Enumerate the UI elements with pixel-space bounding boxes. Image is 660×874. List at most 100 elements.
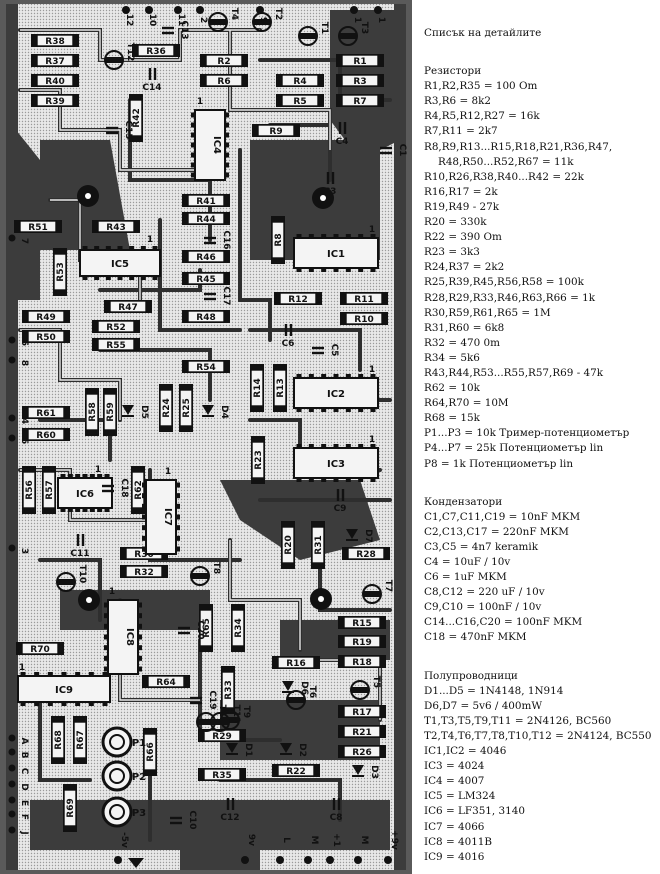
component-label: R26 bbox=[352, 748, 371, 758]
part-line: R3,R6 = 8k2 bbox=[424, 95, 492, 108]
part-line: R32 = 470 0m bbox=[424, 336, 500, 349]
part-line: P1...P3 = 10k Тример-потенциометър bbox=[424, 427, 630, 440]
component-label: 3 bbox=[19, 548, 29, 554]
resistor-body bbox=[221, 671, 235, 709]
component-label: L bbox=[281, 837, 291, 843]
resistor-body bbox=[187, 212, 225, 225]
part-line: R34 = 5k6 bbox=[424, 351, 480, 364]
diode-symbol bbox=[122, 405, 134, 415]
connector-pad bbox=[8, 796, 16, 804]
ic-pin bbox=[105, 275, 111, 280]
resistor-body bbox=[347, 547, 385, 560]
component-label: 1 bbox=[165, 467, 171, 477]
component-label: R41 bbox=[196, 197, 215, 207]
component-label: D7 bbox=[363, 529, 373, 543]
ic-pin bbox=[191, 122, 196, 128]
ic-pin bbox=[75, 507, 81, 512]
resistor-body bbox=[27, 428, 65, 441]
resistor-body bbox=[97, 320, 135, 333]
resistor-body bbox=[36, 74, 74, 87]
part-line: C6 = 1uF MKM bbox=[424, 571, 507, 584]
resistor-body bbox=[341, 54, 379, 67]
component-label: P3 bbox=[132, 808, 146, 819]
ic-pin bbox=[321, 444, 327, 449]
component-label: R31 bbox=[314, 535, 324, 554]
component-label: R16 bbox=[286, 659, 305, 669]
component-label: IC5 bbox=[111, 259, 129, 270]
connector-pad bbox=[354, 856, 362, 864]
part-line: R4,R5,R12,R27 = 16k bbox=[424, 110, 540, 123]
component-label: R38 bbox=[45, 37, 64, 47]
resistor-body bbox=[27, 406, 65, 419]
connector-pad bbox=[174, 6, 182, 14]
component-label: 1 bbox=[369, 225, 375, 235]
resistor-body bbox=[187, 310, 225, 323]
part-line: C14...C16,C20 = 100nF MKM bbox=[424, 616, 583, 629]
ic-pin bbox=[224, 122, 229, 128]
resistor-body bbox=[343, 655, 381, 668]
part-line: C9,C10 = 100nF / 10v bbox=[424, 601, 542, 614]
component-label: R2 bbox=[217, 57, 230, 67]
component-label: R67 bbox=[76, 730, 86, 749]
ic-pin bbox=[61, 701, 67, 706]
component-label: 2 bbox=[198, 17, 208, 23]
component-label: C13 bbox=[179, 20, 189, 39]
part-line: IC4 = 4007 bbox=[424, 775, 485, 788]
ic-pin bbox=[105, 246, 111, 251]
part-line: C3,C5 = 4n7 keramik bbox=[424, 540, 539, 553]
part-line: IC3 = 4024 bbox=[424, 760, 485, 773]
ic-pin bbox=[191, 112, 196, 118]
ic-pin bbox=[67, 507, 73, 512]
resistor-body bbox=[257, 124, 295, 137]
part-line: P8 = 1k Потенциометър lin bbox=[424, 457, 574, 470]
component-label: R47 bbox=[118, 303, 137, 313]
ic-pin bbox=[104, 507, 110, 512]
ic-pin bbox=[104, 623, 109, 629]
component-label: R54 bbox=[196, 363, 215, 373]
resistor-body bbox=[19, 220, 57, 233]
ic-pin bbox=[47, 701, 53, 706]
ic-pin bbox=[308, 444, 314, 449]
ic-pin bbox=[191, 162, 196, 168]
ic-pin bbox=[60, 474, 66, 479]
component-label: P1 bbox=[132, 738, 146, 749]
component-label: 1 bbox=[369, 365, 375, 375]
connector-pad bbox=[114, 856, 122, 864]
component-label: R24 bbox=[162, 398, 172, 417]
component-label: R6 bbox=[217, 77, 230, 87]
component-label: D bbox=[19, 783, 29, 790]
connector-pad bbox=[8, 336, 16, 344]
transistor-outline bbox=[210, 712, 230, 732]
component-label: -5v bbox=[119, 832, 129, 848]
diode-symbol bbox=[346, 529, 358, 539]
ic-pin bbox=[61, 672, 67, 677]
connector-pad bbox=[122, 6, 130, 14]
part-line: R1,R2,R35 = 100 Om bbox=[424, 80, 538, 93]
ic-pin bbox=[104, 613, 109, 619]
ic-pin bbox=[358, 267, 364, 272]
component-label: T7 bbox=[383, 580, 393, 592]
component-label: R29 bbox=[212, 732, 231, 742]
part-line: R24,R37 = 2k2 bbox=[424, 261, 505, 274]
part-line: R16,R17 = 2k bbox=[424, 185, 498, 198]
resistor-body bbox=[205, 54, 243, 67]
resistor-body bbox=[281, 94, 319, 107]
transistor-pins bbox=[364, 591, 380, 597]
ic-pin bbox=[75, 672, 81, 677]
component-label: R30 bbox=[134, 550, 153, 560]
transistor-pins bbox=[300, 33, 316, 39]
ic-pin bbox=[321, 374, 327, 379]
ic-pin bbox=[152, 275, 158, 280]
ic-pin bbox=[370, 267, 376, 272]
ic-pin bbox=[137, 634, 142, 640]
ic-pin bbox=[321, 267, 327, 272]
part-line: R20 = 330k bbox=[424, 216, 487, 229]
part-line: C1,C7,C11,C19 = 10nF MKM bbox=[424, 510, 581, 523]
resistor-body bbox=[341, 74, 379, 87]
ic-pin bbox=[142, 514, 147, 520]
